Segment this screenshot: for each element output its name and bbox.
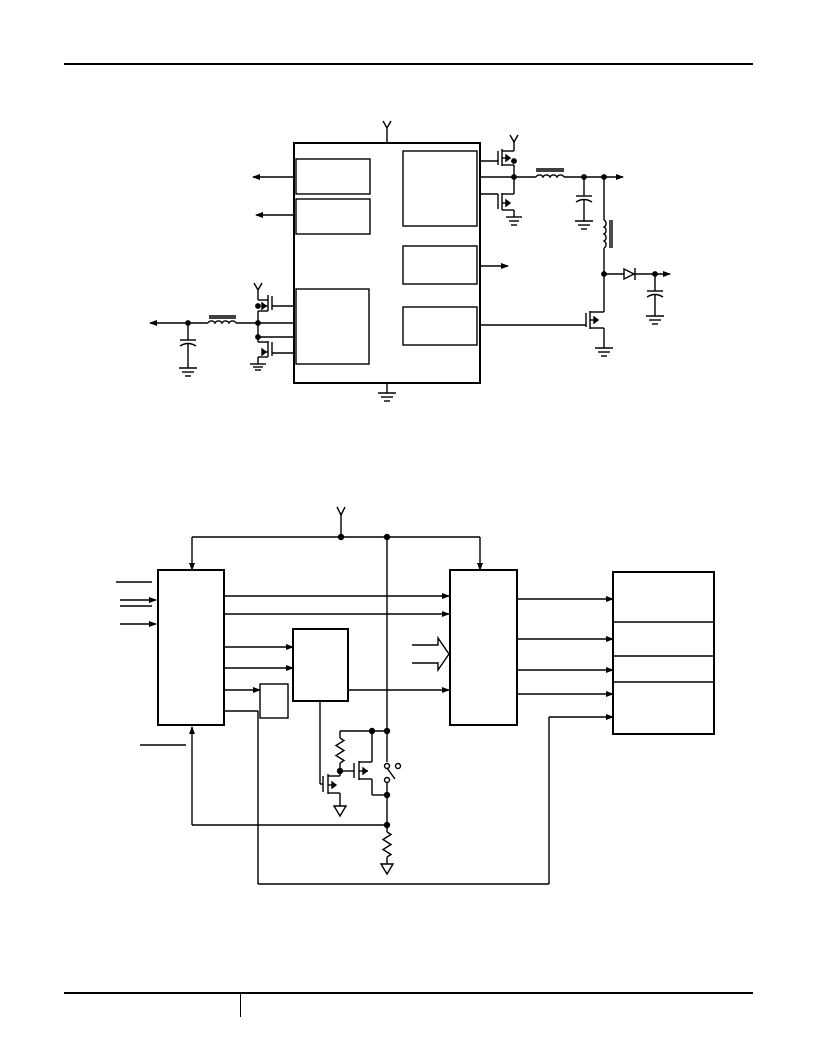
mosfet-icon (340, 731, 387, 796)
controller-ic-box (293, 142, 481, 384)
supply-icon (382, 120, 392, 143)
header-rule (64, 63, 753, 65)
footer-divider (240, 993, 241, 1017)
mosfet-icon (253, 282, 294, 312)
ground-icon (379, 863, 395, 876)
internal-block-6 (402, 306, 478, 346)
inductor-icon (514, 168, 565, 179)
right-driver-box (449, 569, 518, 726)
footer-rule (64, 992, 753, 994)
left-controller-box (157, 569, 225, 726)
mosfet-icon (250, 341, 294, 371)
internal-block-4 (402, 150, 478, 227)
small-block (259, 683, 289, 719)
inductor-icon (602, 219, 613, 249)
internal-block-2 (295, 198, 371, 235)
mosfet-icon (480, 193, 522, 226)
capacitor-icon (575, 177, 593, 221)
ground-icon (575, 220, 593, 230)
supply-icon (336, 506, 346, 537)
ground-icon (332, 805, 348, 818)
internal-block-3 (295, 288, 370, 365)
diode-icon (623, 267, 636, 281)
mosfet-icon (319, 701, 341, 806)
mosfet-icon (480, 306, 605, 348)
resistor-icon (381, 831, 393, 864)
switch-icon (383, 762, 402, 795)
middle-block (292, 628, 349, 702)
ground-icon (378, 383, 396, 402)
ground-icon (595, 347, 613, 357)
resistor-icon (334, 731, 346, 771)
mosfet-icon (480, 134, 519, 166)
internal-block-1 (295, 158, 371, 195)
ground-icon (179, 367, 197, 377)
panel-stack-box (612, 571, 715, 735)
bus-arrow (412, 635, 450, 673)
block-diagram (116, 506, 715, 885)
power-schematic (149, 120, 671, 402)
capacitor-icon (646, 274, 664, 316)
ground-icon (646, 315, 664, 325)
internal-block-5 (402, 245, 478, 285)
inductor-icon (188, 315, 258, 325)
capacitor-icon (179, 323, 197, 368)
